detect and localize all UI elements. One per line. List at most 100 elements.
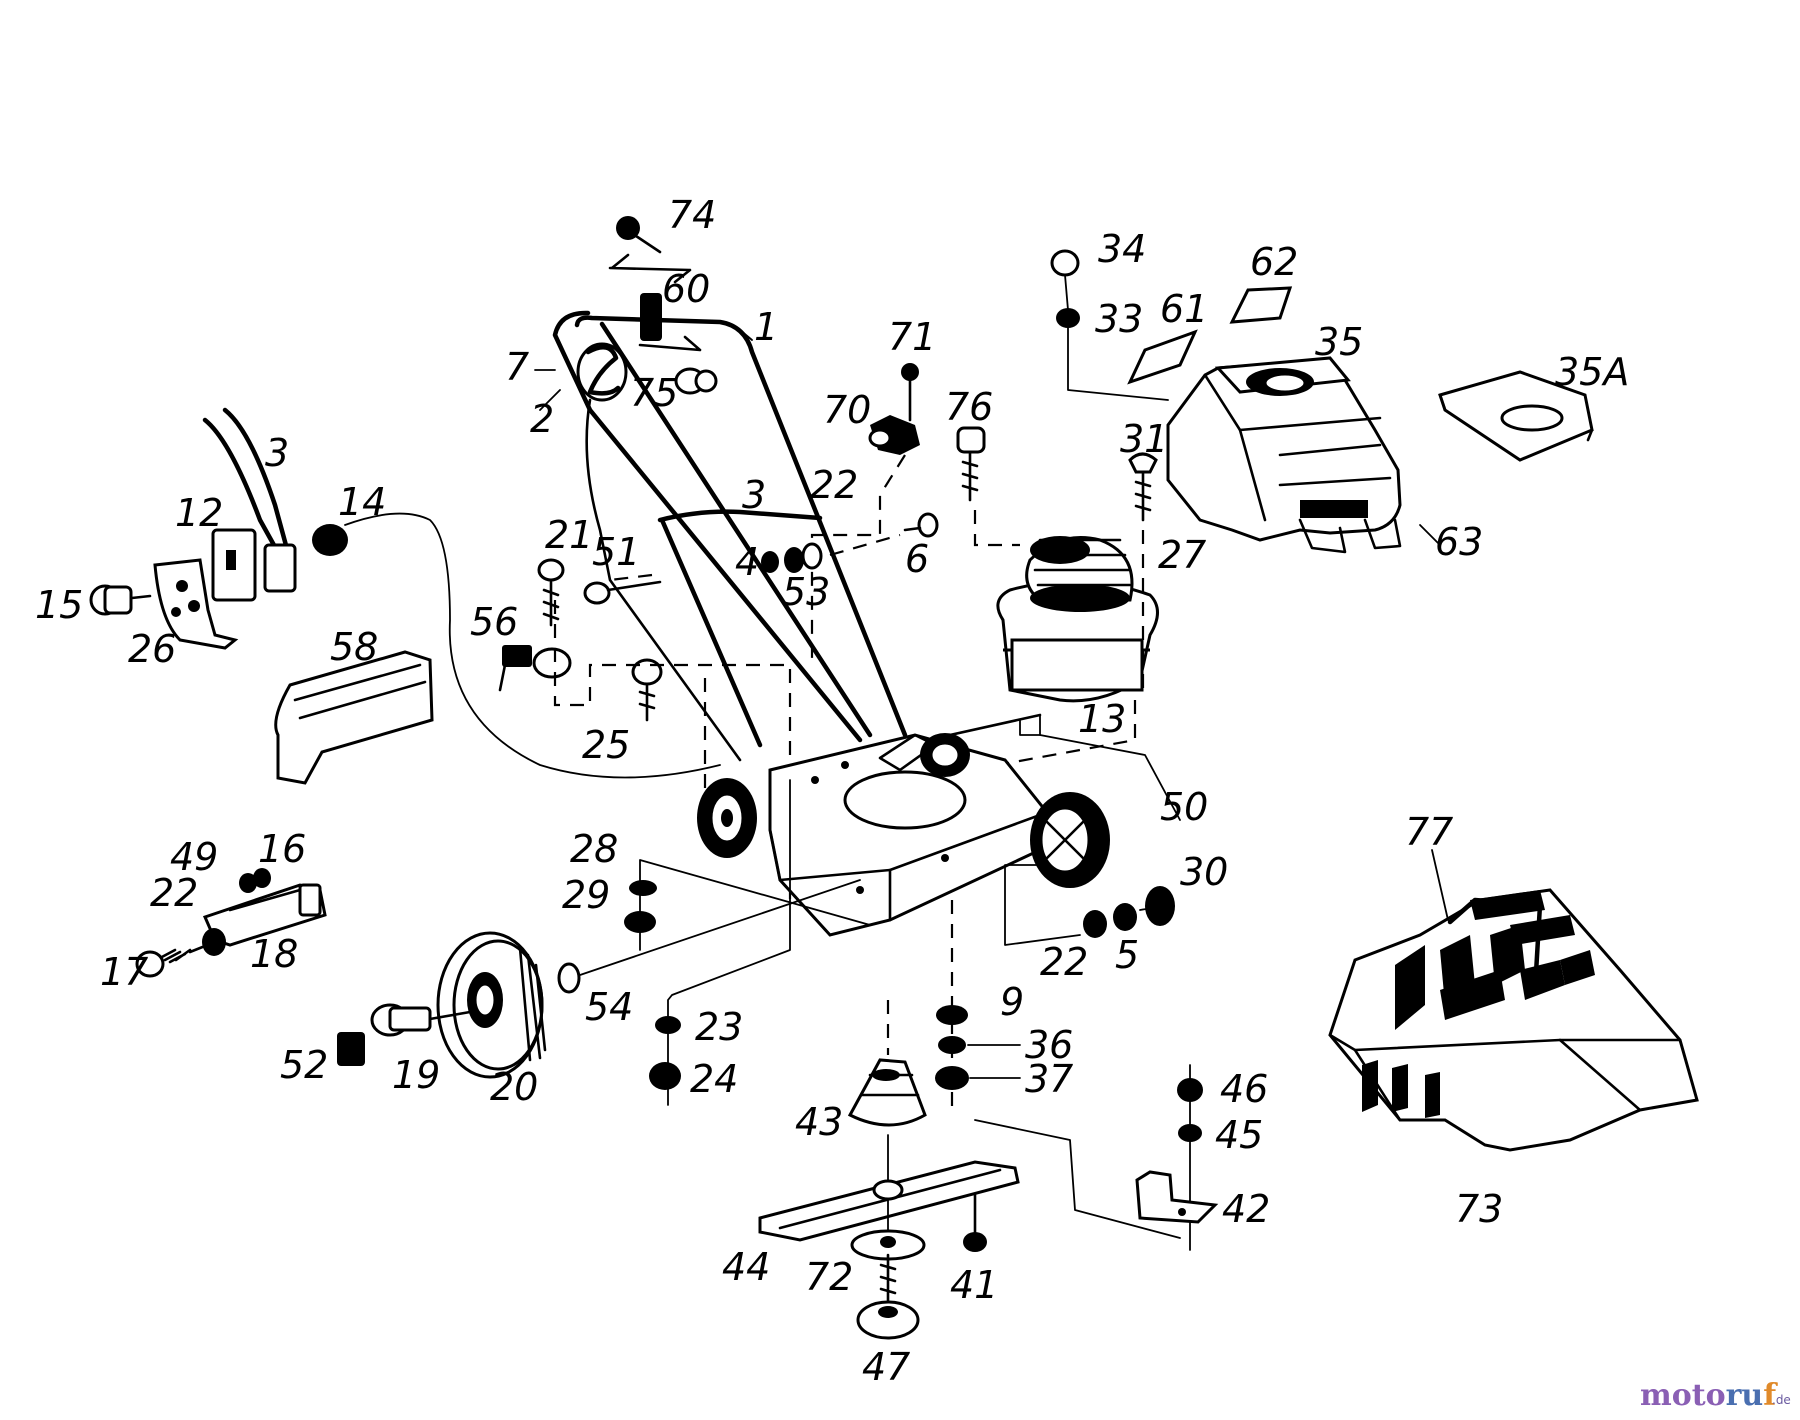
- label-22-handle: 22: [810, 463, 858, 507]
- screw-21: [537, 558, 565, 627]
- label-62: 62: [1250, 240, 1298, 284]
- switch-box: [576, 342, 628, 402]
- label-6: 6: [905, 537, 929, 581]
- grass-catcher-73: [1328, 888, 1699, 1152]
- switch-56: [498, 645, 572, 692]
- label-26: 26: [128, 627, 176, 671]
- blade-44: [758, 1160, 1020, 1242]
- washer-28: [629, 880, 657, 896]
- lower-handle-cross-bar: [657, 509, 823, 748]
- washer-33: [1056, 308, 1080, 328]
- line-34-cover: [1064, 274, 1169, 401]
- rear-wheel-left: [697, 778, 757, 858]
- label-33: 33: [1095, 297, 1143, 341]
- label-60: 60: [662, 267, 710, 311]
- washer-9: [936, 1005, 968, 1025]
- mower-deck-50: [768, 733, 1047, 937]
- switch-cable: [585, 398, 742, 762]
- label-18: 18: [250, 932, 298, 976]
- label-14: 14: [338, 480, 386, 524]
- clamp-75: [674, 367, 718, 395]
- rear-flap-58: [274, 650, 434, 785]
- label-27: 27: [1158, 533, 1206, 577]
- leader-7-2: [534, 369, 561, 411]
- label-45: 45: [1215, 1113, 1263, 1157]
- plate-26: [153, 558, 239, 650]
- dash-23: [667, 779, 791, 1106]
- label-61: 61: [1160, 287, 1208, 331]
- clamp-70: [868, 415, 920, 455]
- label-52: 52: [280, 1043, 328, 1087]
- sticker-61: [1127, 329, 1198, 385]
- leader-63: [1419, 524, 1441, 546]
- label-70: 70: [823, 388, 871, 432]
- label-22-right: 22: [1040, 940, 1088, 984]
- cable-clip: [608, 253, 702, 352]
- axle-line: [579, 879, 861, 976]
- dash-line-21: [553, 600, 792, 900]
- label-41: 41: [950, 1263, 998, 1307]
- leader-77: [1431, 849, 1449, 921]
- handle-part-3-left: [202, 407, 297, 593]
- cap-52: [337, 1032, 365, 1066]
- washer-5: [1113, 903, 1137, 931]
- label-23: 23: [695, 1005, 743, 1049]
- label-47: 47: [862, 1345, 910, 1389]
- label-53: 53: [782, 570, 830, 614]
- nut-14: [312, 524, 348, 556]
- watermark-suffix: .de: [1772, 1393, 1791, 1407]
- label-75: 75: [630, 371, 678, 415]
- washer-22c: [1083, 910, 1107, 938]
- label-25: 25: [582, 723, 630, 767]
- upper-handle: [552, 310, 908, 743]
- front-wheel-right: [1030, 792, 1110, 888]
- label-22-left: 22: [150, 871, 198, 915]
- label-28: 28: [570, 827, 618, 871]
- label-50: 50: [1160, 785, 1208, 829]
- label-63: 63: [1435, 520, 1483, 564]
- screw-41: [963, 1193, 987, 1252]
- washer-4: [761, 551, 779, 573]
- label-17: 17: [100, 950, 148, 994]
- watermark-part-2: ru: [1726, 1378, 1764, 1413]
- wheel-20: [436, 931, 547, 1079]
- nut-34: [1050, 249, 1080, 277]
- dash-28: [639, 859, 871, 951]
- knob-17: [135, 928, 226, 978]
- nut-24: [649, 1062, 681, 1090]
- label-29: 29: [562, 873, 610, 917]
- label-49: 49: [170, 835, 218, 879]
- label-21: 21: [545, 513, 593, 557]
- label-19: 19: [392, 1053, 440, 1097]
- label-3-handle: 3: [742, 473, 766, 517]
- bushing-19: [370, 1003, 472, 1037]
- label-58: 58: [330, 625, 378, 669]
- knob-15: [89, 584, 152, 616]
- label-74: 74: [668, 193, 716, 237]
- cover-35: [1166, 356, 1402, 554]
- label-43: 43: [795, 1100, 843, 1144]
- motor-13: [996, 536, 1159, 703]
- label-35: 35: [1315, 320, 1363, 364]
- label-24: 24: [690, 1057, 738, 1101]
- watermark-part-1: moto: [1640, 1378, 1726, 1413]
- dash-line-6: [829, 533, 901, 557]
- watermark-logo: motoruf .de: [1640, 1378, 1791, 1413]
- label-44: 44: [722, 1245, 770, 1289]
- nut-6: [903, 512, 939, 538]
- label-9: 9: [1000, 980, 1024, 1024]
- leader-36-37: [967, 1044, 1021, 1079]
- screw-71: [901, 363, 919, 422]
- label-77: 77: [1405, 810, 1453, 854]
- label-35a: 35A: [1555, 350, 1629, 394]
- spring-22-49: [158, 944, 207, 964]
- washer-54: [557, 962, 581, 994]
- power-cable: [344, 512, 721, 779]
- screw-74: [616, 216, 662, 254]
- svg-text:motoruf: motoruf: [1640, 1378, 1778, 1413]
- screw-25: [631, 658, 663, 722]
- label-12: 12: [175, 491, 223, 535]
- front-wheel-left: [920, 733, 970, 777]
